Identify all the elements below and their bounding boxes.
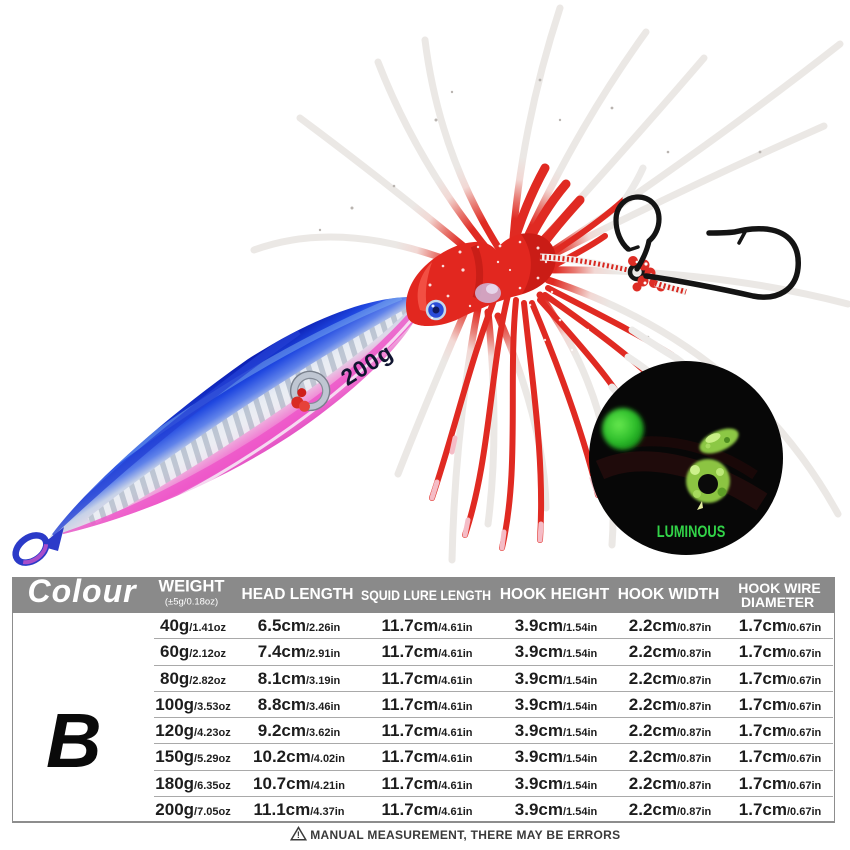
svg-text:!: !: [296, 830, 299, 840]
svg-text:LUMINOUS: LUMINOUS: [657, 524, 726, 542]
